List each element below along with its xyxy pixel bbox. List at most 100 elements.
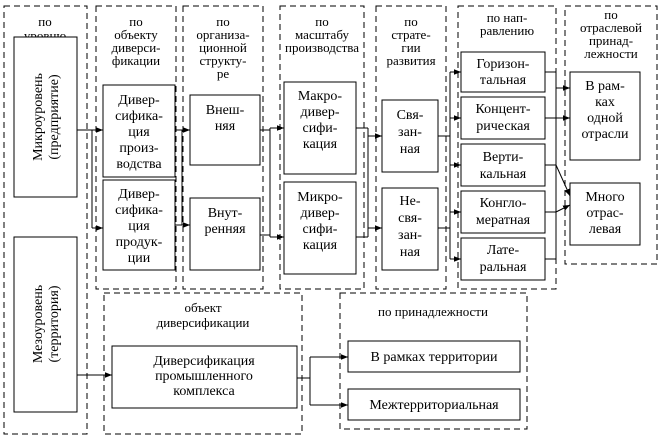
svg-text:диверси-: диверси- [112,40,161,55]
label-related: Свя- зан- ная [397,108,424,157]
svg-text:ции: ции [128,251,151,266]
header-org-structure: по организа- ционной структу- ре [196,14,249,81]
svg-text:ционной: ционной [199,40,247,55]
svg-text:Конгло-: Конгло- [480,196,527,211]
box-within-territory [347,340,521,373]
svg-text:В рам-: В рам- [585,79,625,94]
svg-text:ральная: ральная [480,260,527,275]
header-object-bottom: объект диверсификации [157,300,250,330]
svg-text:масштабу: масштабу [295,27,349,42]
svg-text:кальная: кальная [480,167,527,182]
svg-text:по: по [129,14,142,29]
svg-text:сифи-: сифи- [303,222,338,237]
box-horizontal [460,51,546,93]
svg-text:ция: ция [128,125,150,140]
svg-text:объекту: объекту [114,27,158,42]
header-scale: по масштабу производства [285,14,359,55]
svg-text:водства: водства [116,157,162,172]
svg-text:по: по [216,14,229,29]
header-direction: по нап- равлению [480,10,534,38]
svg-text:гии: гии [401,40,420,55]
label-horizontal: Горизон- тальная [477,57,530,88]
svg-text:принад-: принад- [589,33,633,48]
svg-text:Дивер-: Дивер- [118,187,160,202]
header-membership: по принадлежности [378,304,488,319]
box-micro-div [283,181,357,275]
svg-text:страте-: страте- [391,27,430,42]
label-meso-level: Мезоуровень (территория) [31,285,62,363]
column-object [95,5,177,290]
group-membership [339,292,528,430]
box-multi-industry [569,182,641,246]
svg-text:(территория): (территория) [47,285,62,362]
column-org-structure [182,5,264,290]
svg-text:Диверсификация: Диверсификация [153,354,255,369]
header-industry: по отраслевой принад- лежности [580,7,642,61]
svg-text:Дивер-: Дивер- [118,93,160,108]
svg-text:сифика-: сифика- [115,203,163,218]
label-external: Внеш- няя [206,103,245,134]
svg-text:лежности: лежности [584,46,637,61]
svg-text:по: по [604,7,617,22]
label-unrelated: Не- свя- зан- ная [398,194,422,260]
svg-text:кация: кация [303,137,338,152]
svg-text:Макро-: Макро- [298,89,342,104]
label-vertical: Верти- кальная [480,150,527,182]
box-micro-level [13,36,78,198]
svg-text:фикации: фикации [112,53,160,68]
svg-text:Верти-: Верти- [483,150,524,165]
box-div-production [102,84,176,178]
svg-text:отрасли: отрасли [581,127,629,142]
svg-text:Внут-: Внут- [208,206,243,221]
svg-text:зан-: зан- [398,228,422,243]
svg-text:комплекса: комплекса [173,384,235,399]
svg-text:дивер-: дивер- [300,105,339,120]
svg-text:Внеш-: Внеш- [206,103,245,118]
label-lateral: Лате- ральная [480,243,527,275]
header-object: по объекту диверси- фикации [112,14,161,68]
svg-text:развития: развития [386,53,435,68]
label-within-territory: В рамках территории [371,350,498,365]
box-interterritorial [347,388,521,421]
svg-text:диверсификации: диверсификации [157,315,250,330]
svg-text:равлению: равлению [480,23,534,38]
svg-text:тальная: тальная [480,73,527,88]
svg-text:мератная: мератная [476,213,531,228]
svg-text:отраслевой: отраслевой [580,20,642,35]
label-multi-industry: Много отрас- левая [585,190,624,237]
svg-text:левая: левая [589,222,622,237]
column-scale [279,5,365,290]
svg-text:(предприятие): (предприятие) [47,74,62,160]
svg-text:ция: ция [128,219,150,234]
svg-text:по: по [38,14,51,29]
column-strategy [375,5,447,290]
svg-text:структу-: структу- [200,53,247,68]
svg-text:сифика-: сифика- [115,109,163,124]
box-external [189,94,261,166]
svg-text:объект: объект [184,300,221,315]
label-micro-div: Микро- дивер- сифи- кация [297,190,343,253]
box-one-industry [569,71,641,161]
column-level [3,5,88,435]
label-one-industry: В рам- ках одной отрасли [581,79,629,142]
svg-text:отрас-: отрас- [586,206,624,221]
svg-text:продук-: продук- [116,235,163,250]
header-strategy: по страте- гии развития [386,14,435,68]
box-concentric [460,96,546,140]
label-interterritorial: Межтерриториальная [369,398,499,413]
svg-text:кация: кация [303,238,338,253]
svg-text:зан-: зан- [398,125,422,140]
svg-text:промышленного: промышленного [155,369,253,384]
svg-text:сифи-: сифи- [303,121,338,136]
box-industrial-complex [111,345,298,409]
svg-text:Мезоуровень: Мезоуровень [31,285,46,363]
svg-text:рическая: рическая [476,119,530,134]
box-unrelated [381,187,439,271]
box-internal [189,197,261,271]
svg-text:по принадлежности: по принадлежности [378,304,488,319]
svg-text:ная: ная [400,142,421,157]
svg-text:Свя-: Свя- [397,108,424,123]
label-internal: Внут- ренняя [204,206,246,237]
svg-text:Много: Много [585,190,624,205]
box-div-products [102,179,176,271]
